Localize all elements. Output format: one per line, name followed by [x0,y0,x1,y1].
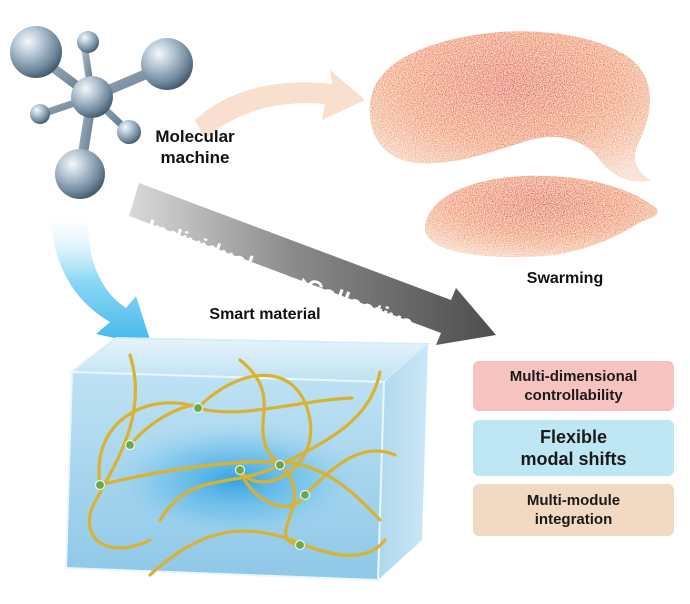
peach-arrow [195,70,365,138]
feature-multi-module-integration: Multi-module integration [473,484,674,536]
feature-line: Multi-dimensional [509,368,638,385]
feature-multi-dimensional-controllability: Multi-dimensional controllability [473,361,674,411]
swarming-label: Swarming [526,270,604,287]
molecular-machine-label-line1: Molecular [155,127,235,146]
swarm-small [425,175,658,258]
smart-material-label: Smart material [209,306,321,323]
blue-arrow [50,212,152,346]
feature-flexible-modal-shifts: Flexible modal shifts [473,420,674,476]
smart-material-block [64,336,431,582]
feature-line: modal shifts [520,449,627,469]
molecular-machine-label: Molecular machine [135,126,255,168]
molecular-machine-icon [10,26,193,199]
swarm-large [369,31,652,182]
transition-arrow [129,183,496,345]
feature-line: Multi-module [526,492,621,509]
feature-line: integration [534,511,613,528]
feature-line: Flexible [539,427,608,447]
molecular-machine-label-line2: machine [160,148,230,167]
feature-line: controllability [524,387,623,404]
